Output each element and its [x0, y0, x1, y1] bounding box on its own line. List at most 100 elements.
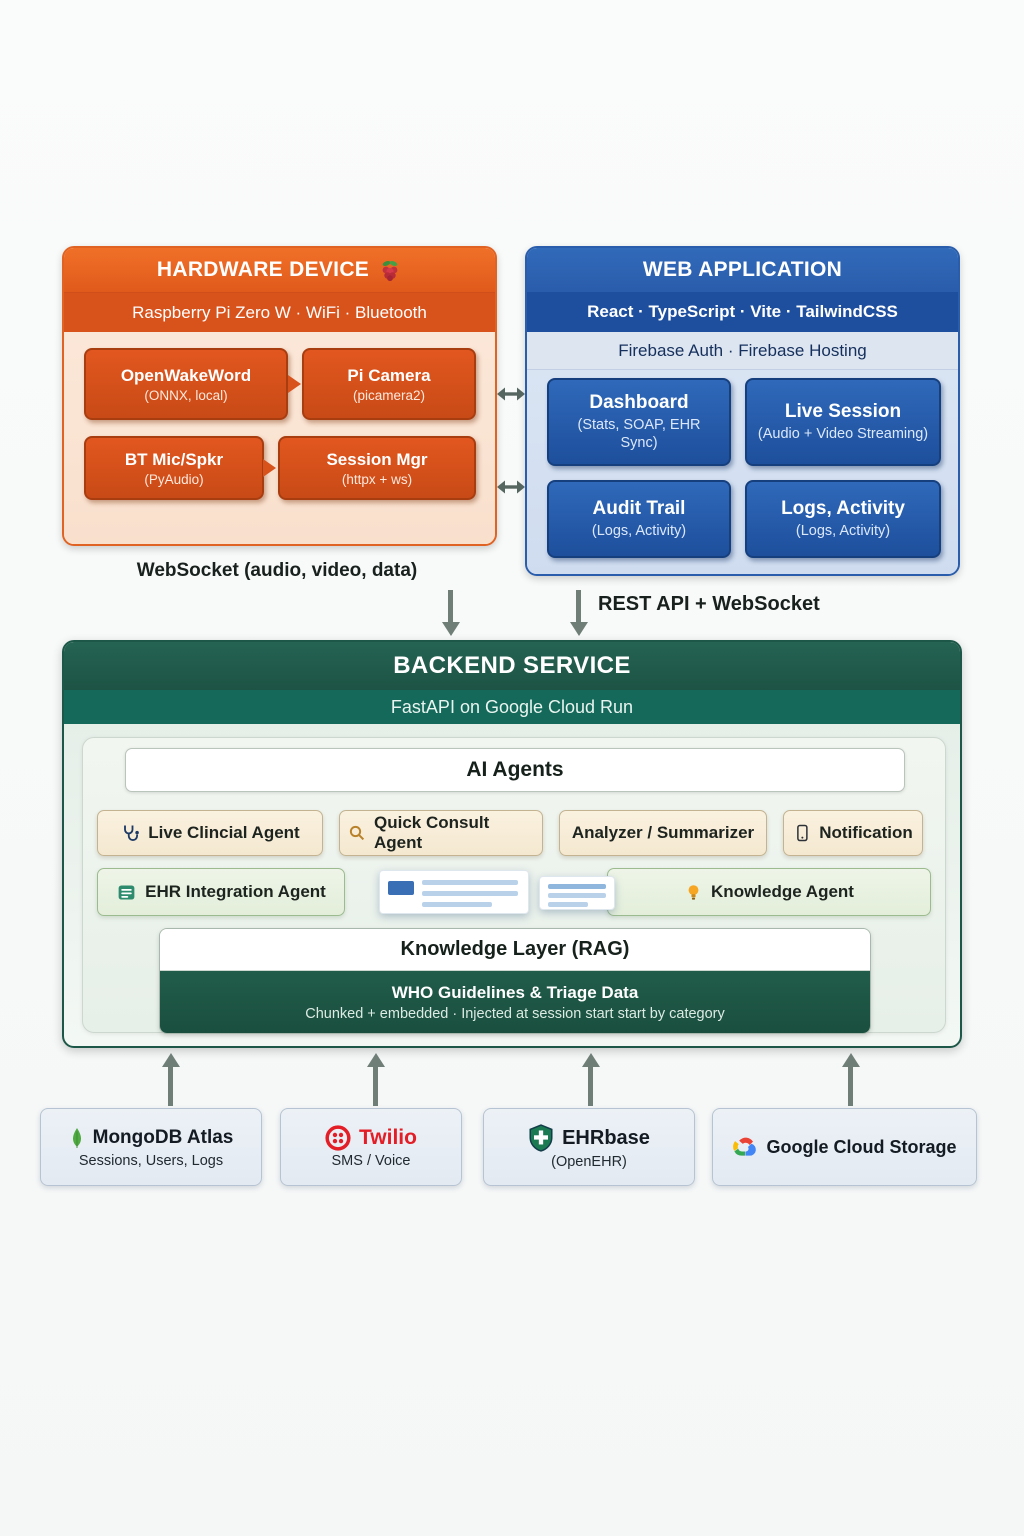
- webapp-stack: React · TypeScript · Vite · TailwindCSS: [527, 292, 958, 332]
- audit-trail-title: Audit Trail: [592, 497, 686, 519]
- session-mgr-box: Session Mgr (httpx + ws): [278, 436, 476, 500]
- hardware-body: OpenWakeWord (ONNX, local) Pi Camera (pi…: [64, 332, 495, 544]
- twilio-to-backend-arrow-icon: [366, 1053, 385, 1106]
- quick-consult-agent-label: Quick Consult Agent: [374, 813, 490, 852]
- websocket-link-label: WebSocket (audio, video, data): [136, 560, 418, 581]
- stethoscope-icon: [120, 823, 140, 843]
- shield-cross-icon: [528, 1124, 554, 1152]
- mongodb-title-row: MongoDB Atlas: [69, 1125, 234, 1151]
- gcs-to-backend-arrow-icon: [841, 1053, 860, 1106]
- lightbulb-icon: [684, 883, 703, 902]
- live-clinical-agent-label: Live Clincial Agent: [148, 823, 300, 842]
- twilio-sub: SMS / Voice: [331, 1153, 411, 1169]
- twilio-card: Twilio SMS / Voice: [280, 1108, 462, 1186]
- twilio-icon: [325, 1125, 351, 1151]
- hardware-device-panel: HARDWARE DEVICE Raspberry Pi Zero W · Wi…: [62, 246, 497, 546]
- ehrbase-name: EHRbase: [562, 1126, 650, 1149]
- pi-camera-box: Pi Camera (picamera2): [302, 348, 476, 420]
- live-session-title: Live Session: [784, 400, 902, 422]
- bt-mic-spkr-sub: (PyAudio): [144, 471, 204, 487]
- document-card-icon: [379, 870, 529, 914]
- hardware-title: HARDWARE DEVICE: [156, 258, 370, 281]
- google-cloud-storage-card: Google Cloud Storage: [712, 1108, 977, 1186]
- webapp-firebase: Firebase Auth · Firebase Hosting: [527, 332, 958, 370]
- who-guidelines-box: WHO Guidelines & Triage Data Chunked + e…: [160, 971, 870, 1033]
- analyzer-summarizer-label: Analyzer / Summarizer: [571, 823, 755, 842]
- logs-activity-sub: (Logs, Activity): [795, 522, 891, 539]
- ehrbase-to-backend-arrow-icon: [581, 1053, 600, 1106]
- pi-camera-sub: (picamera2): [352, 387, 426, 403]
- dashboard-box: Dashboard (Stats, SOAP, EHR Sync): [547, 378, 731, 466]
- webapp-body: Dashboard (Stats, SOAP, EHR Sync) Live S…: [527, 370, 958, 574]
- live-clinical-agent-box: Live Clincial Agent: [97, 810, 323, 856]
- flow-arrow-right-icon: [263, 459, 276, 477]
- logs-activity-title: Logs, Activity: [781, 497, 905, 519]
- gcs-name: Google Cloud Storage: [766, 1136, 957, 1157]
- hardware-webapp-link-arrow-icon: [496, 479, 526, 495]
- session-mgr-sub: (httpx + ws): [341, 471, 413, 487]
- ehrbase-sub: (OpenEHR): [551, 1154, 627, 1170]
- bt-mic-spkr-title: BT Mic/Spkr: [124, 449, 224, 469]
- backend-service-panel: BACKEND SERVICE FastAPI on Google Cloud …: [62, 640, 962, 1048]
- mongodb-to-backend-arrow-icon: [161, 1053, 180, 1106]
- bt-mic-spkr-box: BT Mic/Spkr (PyAudio): [84, 436, 264, 500]
- ehrbase-title-row: EHRbase: [528, 1124, 650, 1152]
- openwakeword-title: OpenWakeWord: [120, 365, 252, 385]
- dashboard-sub: (Stats, SOAP, EHR Sync): [577, 416, 701, 451]
- mongodb-leaf-icon: [69, 1125, 85, 1151]
- openwakeword-box: OpenWakeWord (ONNX, local): [84, 348, 288, 420]
- backend-header: BACKEND SERVICE: [64, 642, 960, 690]
- hardware-subtitle: Raspberry Pi Zero W · WiFi · Bluetooth: [64, 292, 495, 332]
- ai-agents-panel: AI Agents Live Clincial Agent: [82, 737, 946, 1034]
- ehr-record-icon: [116, 882, 137, 903]
- ai-agents-title-bar: AI Agents: [125, 748, 905, 792]
- audit-trail-box: Audit Trail (Logs, Activity): [547, 480, 731, 558]
- quick-consult-agent-box: Quick Consult Agent: [339, 810, 543, 856]
- twilio-name: Twilio: [359, 1126, 417, 1149]
- raspberry-pi-icon: [378, 258, 402, 282]
- session-mgr-title: Session Mgr: [326, 449, 428, 469]
- live-session-sub: (Audio + Video Streaming): [757, 425, 929, 442]
- mongodb-atlas-card: MongoDB Atlas Sessions, Users, Logs: [40, 1108, 262, 1186]
- agents-row-2: EHR Integration Agent: [97, 868, 931, 916]
- webapp-to-backend-arrow-icon: [569, 590, 588, 636]
- backend-subtitle: FastAPI on Google Cloud Run: [64, 690, 960, 724]
- web-application-panel: WEB APPLICATION React · TypeScript · Vit…: [525, 246, 960, 576]
- who-guidelines-sub: Chunked + embedded · Injected at session…: [305, 1005, 725, 1022]
- notification-agent-box: Notification: [783, 810, 923, 856]
- flow-arrow-right-icon: [288, 375, 301, 393]
- who-guidelines-title: WHO Guidelines & Triage Data: [391, 982, 639, 1002]
- phone-icon: [793, 824, 811, 842]
- live-session-box: Live Session (Audio + Video Streaming): [745, 378, 941, 466]
- google-cloud-icon: [732, 1136, 758, 1158]
- openwakeword-sub: (ONNX, local): [144, 387, 228, 403]
- ehr-integration-agent-box: EHR Integration Agent: [97, 868, 345, 916]
- webapp-header: WEB APPLICATION: [527, 248, 958, 292]
- ehrbase-card: EHRbase (OpenEHR): [483, 1108, 695, 1186]
- backend-body: AI Agents Live Clincial Agent: [64, 724, 960, 1046]
- notification-label: Notification: [819, 823, 913, 842]
- knowledge-layer-unit: Knowledge Layer (RAG) WHO Guidelines & T…: [159, 928, 871, 1034]
- hardware-webapp-link-arrow-icon: [496, 386, 526, 402]
- pi-camera-title: Pi Camera: [347, 365, 431, 385]
- analyzer-summarizer-box: Analyzer / Summarizer: [559, 810, 767, 856]
- knowledge-agent-label: Knowledge Agent: [711, 882, 854, 901]
- ehr-integration-agent-label: EHR Integration Agent: [145, 882, 326, 901]
- rest-api-link-label: REST API + WebSocket: [598, 593, 820, 615]
- twilio-title-row: Twilio: [325, 1125, 417, 1151]
- hardware-header: HARDWARE DEVICE: [64, 248, 495, 292]
- knowledge-agent-box: Knowledge Agent: [607, 868, 931, 916]
- audit-trail-sub: (Logs, Activity): [591, 522, 687, 539]
- hardware-to-backend-arrow-icon: [441, 590, 460, 636]
- webapp-title: WEB APPLICATION: [642, 258, 843, 281]
- magnifier-icon: [348, 824, 366, 842]
- mongodb-name: MongoDB Atlas: [92, 1127, 234, 1148]
- dashboard-title: Dashboard: [589, 391, 689, 413]
- backend-title: BACKEND SERVICE: [393, 652, 631, 679]
- documents-illustration: [361, 868, 615, 916]
- agents-row-1: Live Clincial Agent Quick Consult Agent …: [97, 810, 931, 856]
- knowledge-layer-title: Knowledge Layer (RAG): [160, 929, 870, 971]
- logs-activity-box: Logs, Activity (Logs, Activity): [745, 480, 941, 558]
- gcs-title-row: Google Cloud Storage: [732, 1136, 957, 1158]
